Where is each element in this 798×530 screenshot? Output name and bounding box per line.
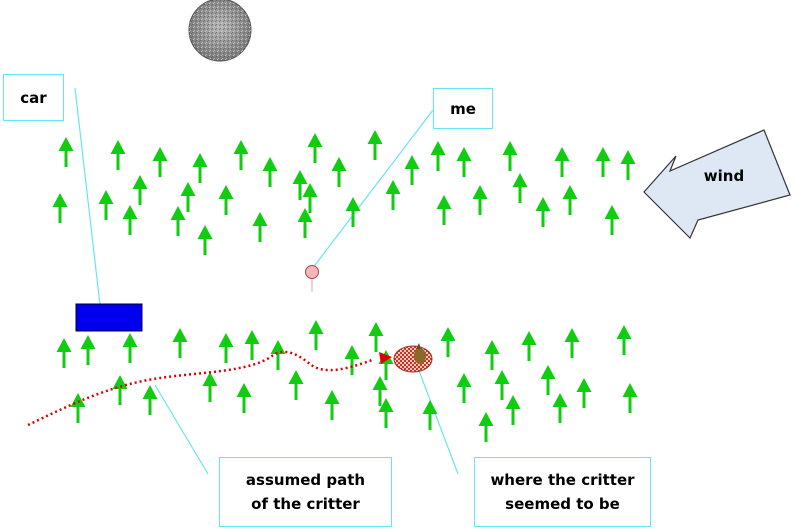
tree-icon [562,185,578,215]
tree-icon [122,205,138,235]
tree-icon [56,338,72,368]
tree-icon [58,137,74,167]
tree-icon [345,197,361,227]
tree-icon [404,155,420,185]
tree-icon [372,376,388,406]
critter-callout-line [417,367,459,475]
tree-icon [385,180,401,210]
tree-icon [472,185,488,215]
tree-icon [595,147,611,177]
wind-label: wind [704,167,744,185]
critter-location-label-box: where the critter seemed to be [474,457,651,527]
tree-icon [554,147,570,177]
car-callout-line [74,87,101,306]
tree-icon [368,322,384,352]
car-label-box: car [3,74,64,121]
tree-icon [110,140,126,170]
tree-icon [576,378,592,408]
callout-lines [74,87,459,475]
tree-icon [552,393,568,423]
tree-icon [378,398,394,428]
tree-icon [616,325,632,355]
assumed-path-callout-line [154,384,209,475]
tree-icon [218,185,234,215]
tree-icon [236,383,252,413]
critter-path-line [27,350,373,427]
tree-icon [564,328,580,358]
tree-icon [440,327,456,357]
tree-icon [122,333,138,363]
tree-icon [292,170,308,200]
tree-icon [456,373,472,403]
assumed-path-label-line1: assumed path [245,471,366,489]
tree-icon [521,331,537,361]
tree-icon [244,330,260,360]
tree-icon [430,141,446,171]
tree-icon [478,412,494,442]
tree-icon [367,130,383,160]
tree-icon [535,197,551,227]
tree-icon [252,212,268,242]
tree-icon [502,141,518,171]
tree-icon [484,340,500,370]
tree-icon [180,182,196,212]
tree-icon [302,183,318,213]
tree-icon [170,206,186,236]
tree-icon [604,205,620,235]
tree-icon [218,333,234,363]
tree-icon [98,190,114,220]
car-label: car [20,88,47,107]
tree-icon [80,335,96,365]
critter-path-arrowhead [379,352,392,364]
assumed-path-label-line2: of the critter [251,495,360,513]
tree-icon [436,195,452,225]
assumed-path-label-box: assumed path of the critter [219,457,392,527]
me-callout-line [311,109,434,270]
tree-icon [192,153,208,183]
tree-icon [456,147,472,177]
moon-icon [188,0,252,62]
tree-icon [307,133,323,163]
tree-icon [494,370,510,400]
critter-icon [393,343,433,373]
tree-icon [324,390,340,420]
tree-icon [202,372,218,402]
tree-icon [172,328,188,358]
tree-icon [622,383,638,413]
tree-icon [512,173,528,203]
tree-icon [297,208,313,238]
tree-icon [262,157,278,187]
forest [52,130,638,442]
tree-icon [70,393,86,423]
tree-icon [112,375,128,405]
critter-location-label-line2: seemed to be [505,495,620,513]
tree-icon [233,140,249,170]
me-label: me [450,99,476,118]
me-label-box: me [433,88,493,129]
tree-icon [52,193,68,223]
tree-icon [142,385,158,415]
tree-icon [344,345,360,375]
tree-icon [270,340,286,370]
person-marker-icon [305,265,319,292]
car-icon [75,303,143,332]
tree-icon [152,147,168,177]
tree-icon [620,150,636,180]
tree-icon [308,320,324,350]
wind-arrow-icon: wind [643,129,791,240]
tree-icon [540,365,556,395]
tree-icon [505,395,521,425]
tree-icon [132,175,148,205]
tree-icon [288,370,304,400]
tree-icon [331,157,347,187]
critter-location-label-line1: where the critter [490,471,635,489]
tree-icon [422,400,438,430]
tree-icon [197,225,213,255]
